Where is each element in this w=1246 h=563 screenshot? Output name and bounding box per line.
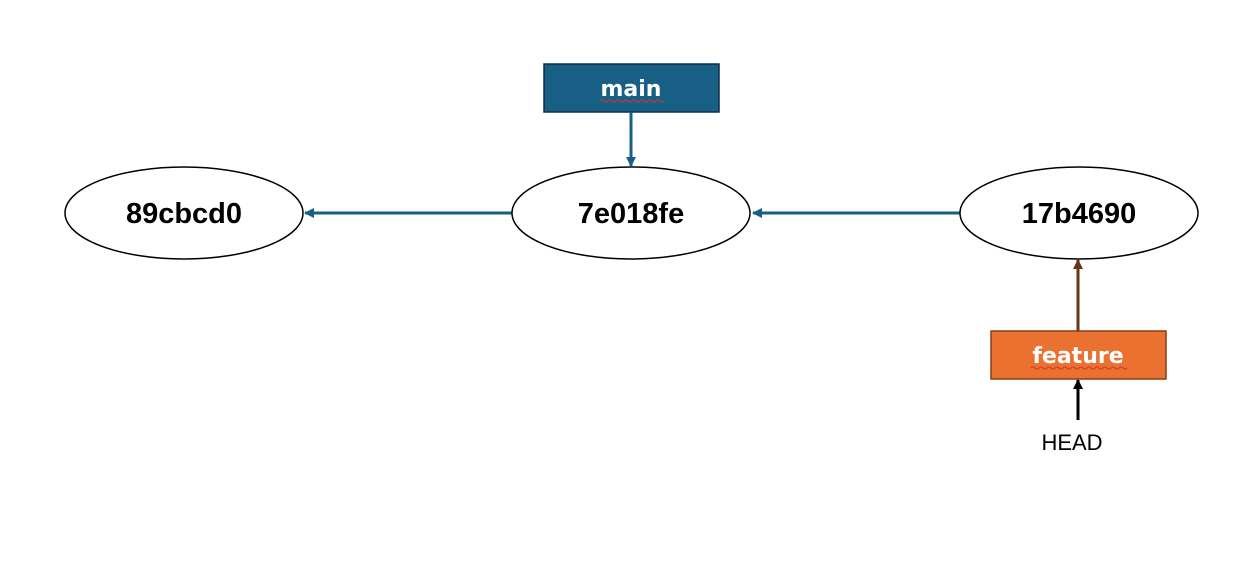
commit-node-89cbcd0: 89cbcd0 <box>64 166 304 260</box>
spellcheck-squiggle <box>1030 366 1128 370</box>
commit-id-label: 17b4690 <box>1022 198 1137 230</box>
commit-node-17b4690: 17b4690 <box>959 166 1199 260</box>
commit-node-7e018fe: 7e018fe <box>511 166 751 260</box>
spellcheck-squiggle <box>599 99 665 103</box>
branch-name-feature: feature <box>1032 344 1123 369</box>
branch-label-feature: feature <box>990 330 1167 380</box>
branch-name-main: main <box>601 77 662 102</box>
branch-label-main: main <box>543 63 720 113</box>
commit-id-label: 7e018fe <box>578 198 684 230</box>
commit-id-label: 89cbcd0 <box>126 198 242 230</box>
head-label: HEAD <box>1041 430 1102 455</box>
